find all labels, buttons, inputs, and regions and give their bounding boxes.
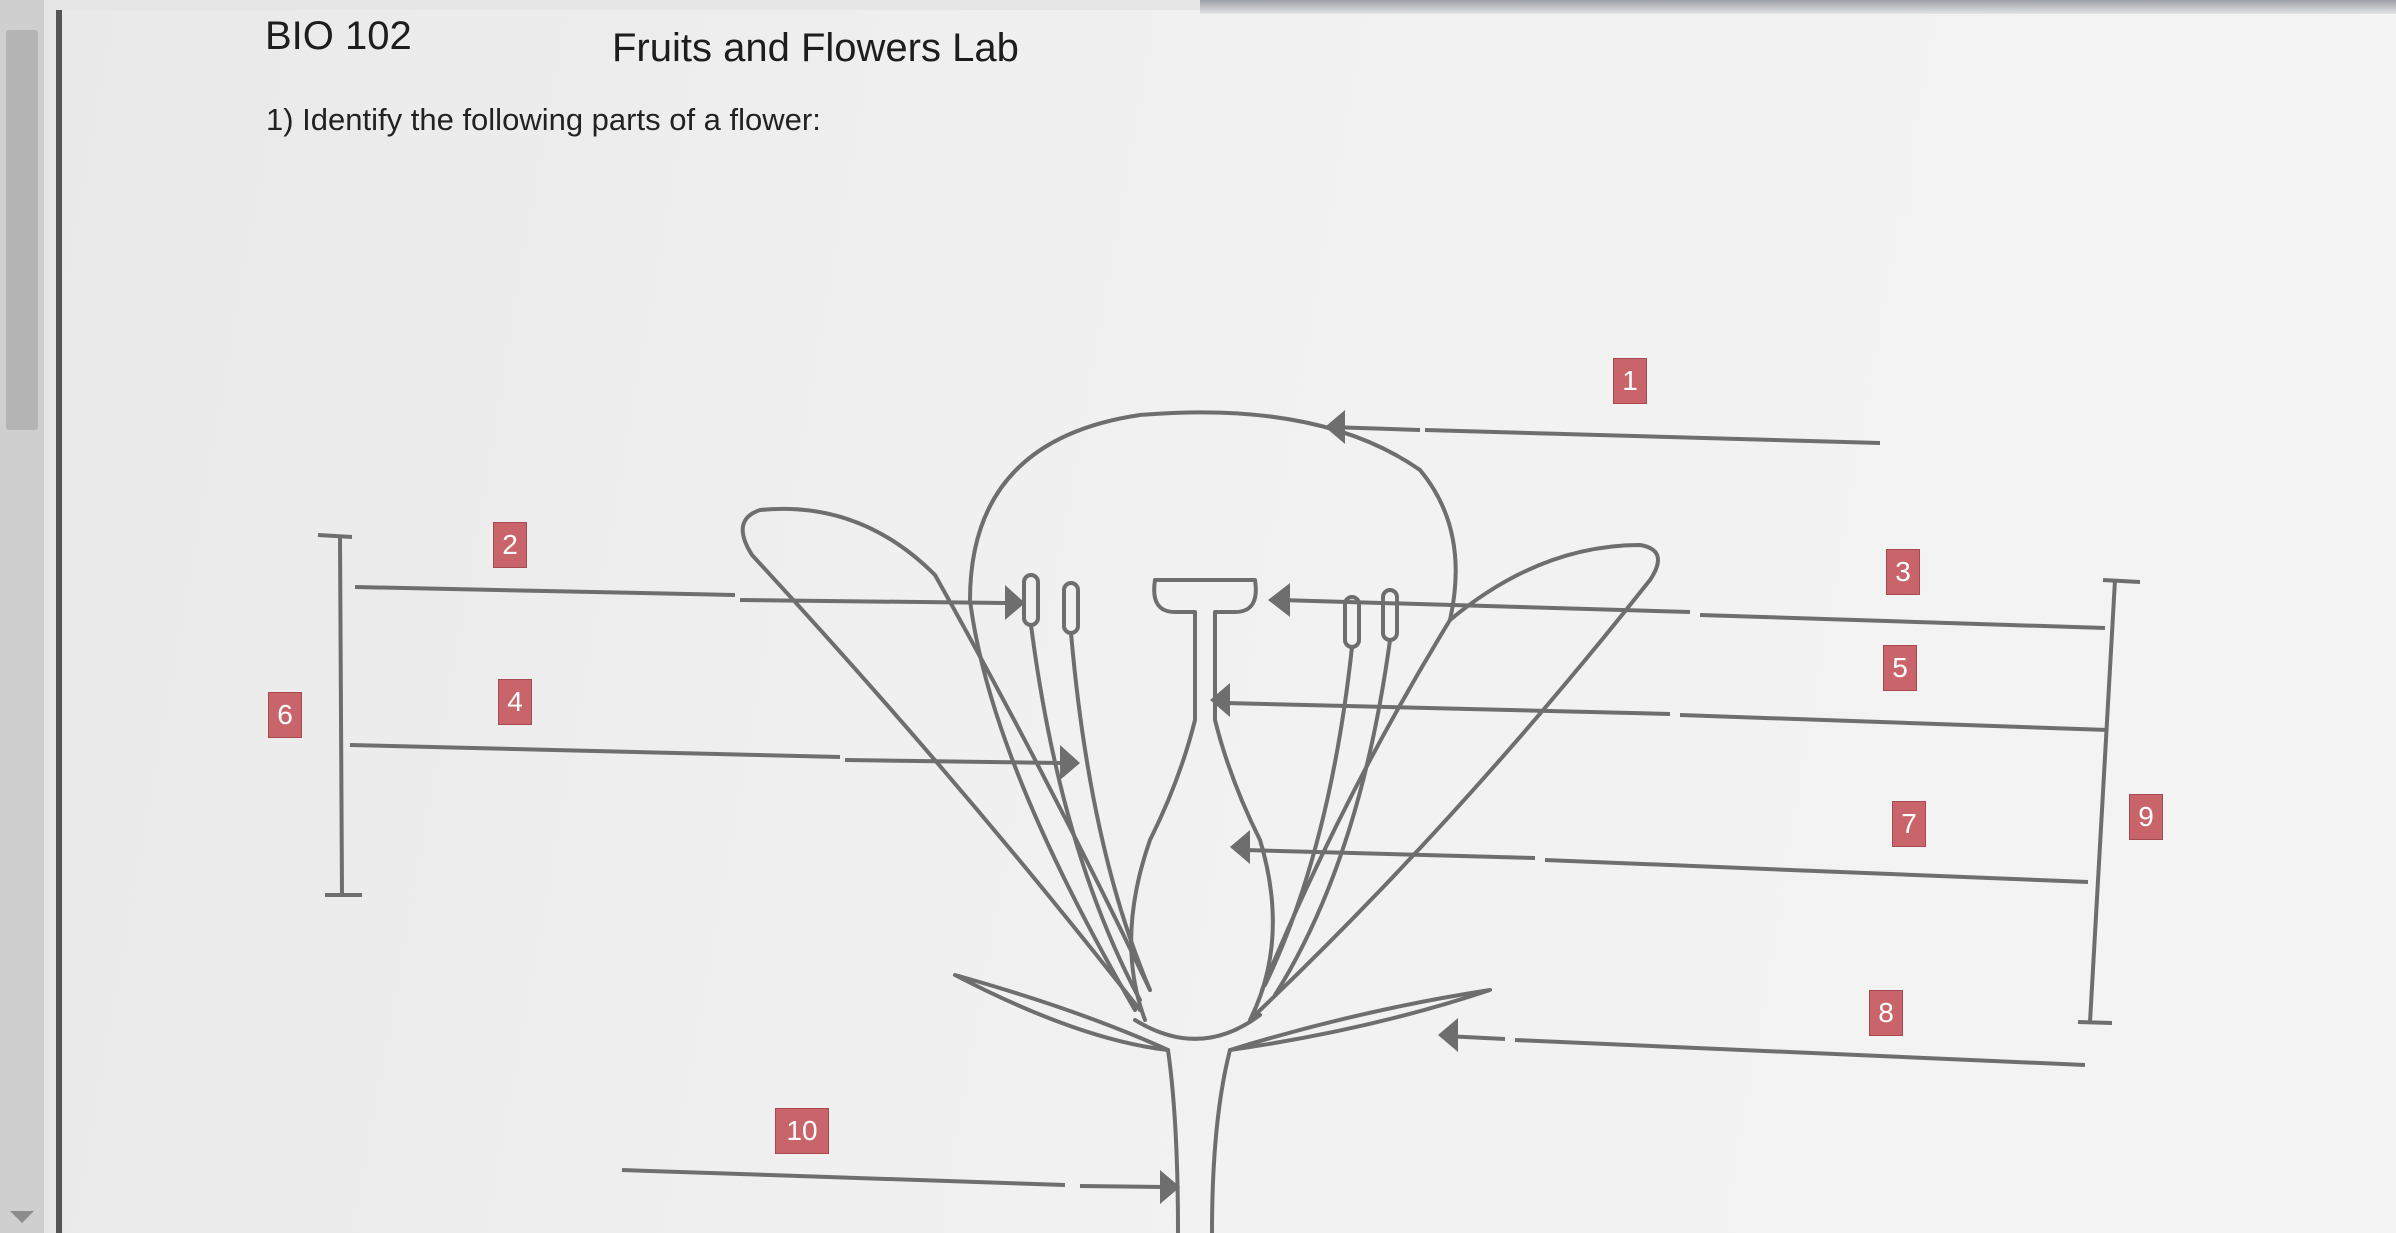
line-1 — [1424, 428, 1881, 445]
line-8 — [1514, 1038, 2086, 1067]
arrowhead-1 — [1325, 410, 1345, 444]
arrowhead-7 — [1230, 830, 1250, 864]
arrowhead-2 — [1005, 585, 1025, 620]
line-4 — [349, 743, 841, 759]
line-7 — [1544, 858, 2089, 884]
arrowhead-5 — [1210, 683, 1230, 717]
petal-left — [740, 506, 1152, 1012]
style-left — [1129, 578, 1197, 1022]
anther-4 — [1381, 588, 1399, 642]
bracket-6 — [338, 536, 344, 896]
label-badge-3: 3 — [1886, 549, 1920, 595]
line-10-arrow — [1079, 1184, 1166, 1189]
label-badge-10: 10 — [775, 1108, 829, 1154]
petal-right — [1253, 543, 1660, 1017]
arrowhead-8 — [1438, 1018, 1458, 1052]
label-badge-5: 5 — [1883, 645, 1917, 691]
sepal-right — [1228, 988, 1492, 1052]
line-5-arrow — [1224, 701, 1671, 716]
line-10 — [621, 1168, 1066, 1187]
label-badge-8: 8 — [1869, 990, 1903, 1036]
top-edge-shadow — [1200, 0, 2396, 14]
arrowhead-10 — [1160, 1170, 1180, 1204]
stigma — [1153, 578, 1275, 1022]
line-2-arrow — [739, 598, 1006, 605]
vertical-scrollbar[interactable] — [0, 0, 44, 1233]
line-3 — [1699, 613, 2106, 630]
document-page — [56, 10, 2396, 1233]
label-badge-1: 1 — [1613, 358, 1647, 404]
label-badge-4: 4 — [498, 679, 532, 725]
line-3-arrow — [1279, 598, 1691, 614]
line-5 — [1679, 713, 2109, 732]
scrollbar-thumb[interactable] — [6, 30, 38, 430]
bracket-9 — [2088, 579, 2117, 1023]
line-2 — [354, 585, 736, 597]
filament-2 — [1069, 631, 1152, 992]
lab-title: Fruits and Flowers Lab — [612, 26, 1019, 70]
line-7-arrow — [1244, 848, 1536, 860]
label-badge-6: 6 — [268, 692, 302, 738]
label-badge-2: 2 — [493, 522, 527, 568]
label-badge-7: 7 — [1892, 801, 1926, 847]
sepal-left — [953, 973, 1170, 1052]
stem — [1166, 1048, 1180, 1233]
question-text: 1) Identify the following parts of a flo… — [266, 102, 821, 137]
arrowhead-4 — [1060, 745, 1080, 780]
line-4-arrow — [844, 758, 1061, 765]
label-badge-9: 9 — [2129, 794, 2163, 840]
anther-3 — [1343, 595, 1361, 649]
arrowhead-3 — [1268, 583, 1290, 617]
scroll-down-arrow-icon[interactable] — [10, 1211, 34, 1223]
filament-4 — [1273, 638, 1392, 997]
filament-1 — [1029, 623, 1142, 1002]
course-code: BIO 102 — [265, 14, 412, 58]
anther-1 — [1022, 573, 1040, 627]
anther-2 — [1062, 581, 1080, 635]
receptacle — [1133, 1013, 1262, 1041]
stem-right — [1210, 1048, 1232, 1233]
filament-3 — [1263, 645, 1354, 987]
